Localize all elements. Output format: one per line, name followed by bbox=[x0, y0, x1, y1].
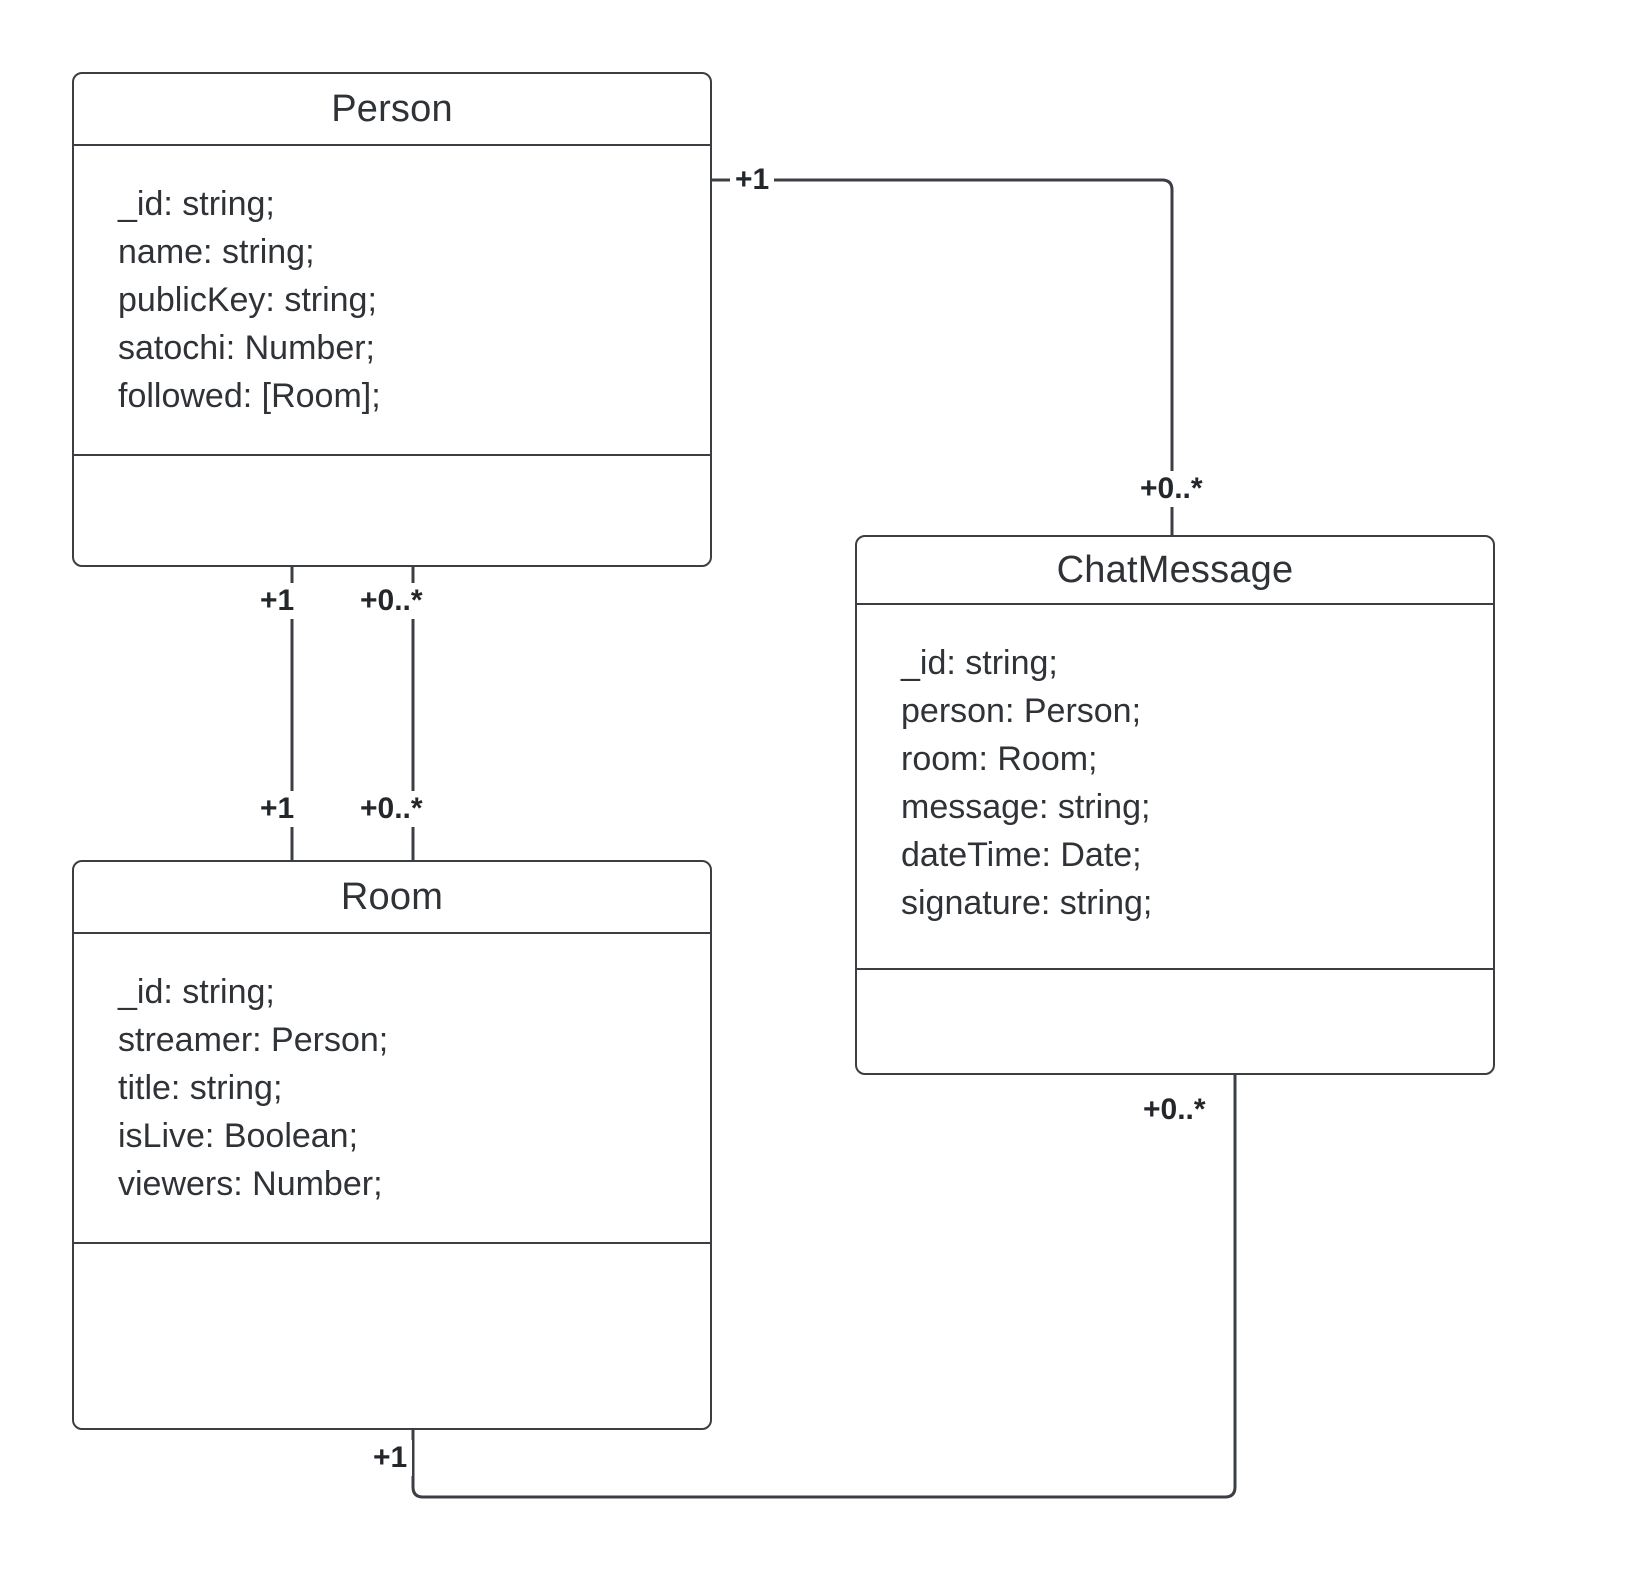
attribute-row: room: Room; bbox=[901, 740, 1098, 778]
class-methods-person bbox=[74, 456, 710, 565]
multiplicity-person-to-room-streamer-bottom: +1 bbox=[255, 791, 300, 827]
multiplicity-person-to-room-streamer-top: +1 bbox=[255, 583, 300, 619]
attribute-row: signature: string; bbox=[901, 884, 1153, 922]
class-box-room[interactable]: Room _id: string; streamer: Person; titl… bbox=[72, 860, 712, 1430]
class-title-row-person: Person bbox=[74, 74, 710, 146]
multiplicity-person-to-chatmessage-source: +1 bbox=[730, 162, 775, 198]
multiplicity-room-to-chatmessage-target: +0..* bbox=[1138, 1092, 1211, 1128]
attribute-row: dateTime: Date; bbox=[901, 836, 1142, 874]
attribute-row: isLive: Boolean; bbox=[118, 1117, 359, 1155]
multiplicity-person-to-chatmessage-target: +0..* bbox=[1135, 471, 1208, 507]
attribute-row: _id: string; bbox=[901, 644, 1058, 682]
attribute-row: streamer: Person; bbox=[118, 1021, 389, 1059]
class-box-chatmessage[interactable]: ChatMessage _id: string; person: Person;… bbox=[855, 535, 1495, 1075]
attribute-row: followed: [Room]; bbox=[118, 377, 381, 415]
class-name-chatmessage: ChatMessage bbox=[1056, 549, 1294, 591]
attribute-row: publicKey: string; bbox=[118, 281, 377, 319]
attribute-row: person: Person; bbox=[901, 692, 1142, 730]
class-name-room: Room bbox=[340, 876, 444, 918]
attribute-row: viewers: Number; bbox=[118, 1165, 383, 1203]
class-title-row-room: Room bbox=[74, 862, 710, 934]
class-box-person[interactable]: Person _id: string; name: string; public… bbox=[72, 72, 712, 567]
class-title-row-chatmessage: ChatMessage bbox=[857, 537, 1493, 605]
class-attributes-chatmessage: _id: string; person: Person; room: Room;… bbox=[857, 605, 1493, 970]
multiplicity-person-to-room-followed-bottom: +0..* bbox=[355, 791, 428, 827]
attribute-row: _id: string; bbox=[118, 973, 275, 1011]
class-attributes-room: _id: string; streamer: Person; title: st… bbox=[74, 934, 710, 1244]
attribute-row: name: string; bbox=[118, 233, 315, 271]
multiplicity-person-to-room-followed-top: +0..* bbox=[355, 583, 428, 619]
class-methods-room bbox=[74, 1244, 710, 1428]
attribute-row: _id: string; bbox=[118, 185, 275, 223]
class-attributes-person: _id: string; name: string; publicKey: st… bbox=[74, 146, 710, 456]
attribute-row: message: string; bbox=[901, 788, 1151, 826]
multiplicity-room-to-chatmessage-source: +1 bbox=[368, 1440, 413, 1476]
attribute-row: satochi: Number; bbox=[118, 329, 375, 367]
attribute-row: title: string; bbox=[118, 1069, 283, 1107]
class-methods-chatmessage bbox=[857, 970, 1493, 1073]
class-name-person: Person bbox=[331, 88, 453, 130]
edge-person-chatmessage bbox=[712, 178, 1174, 535]
